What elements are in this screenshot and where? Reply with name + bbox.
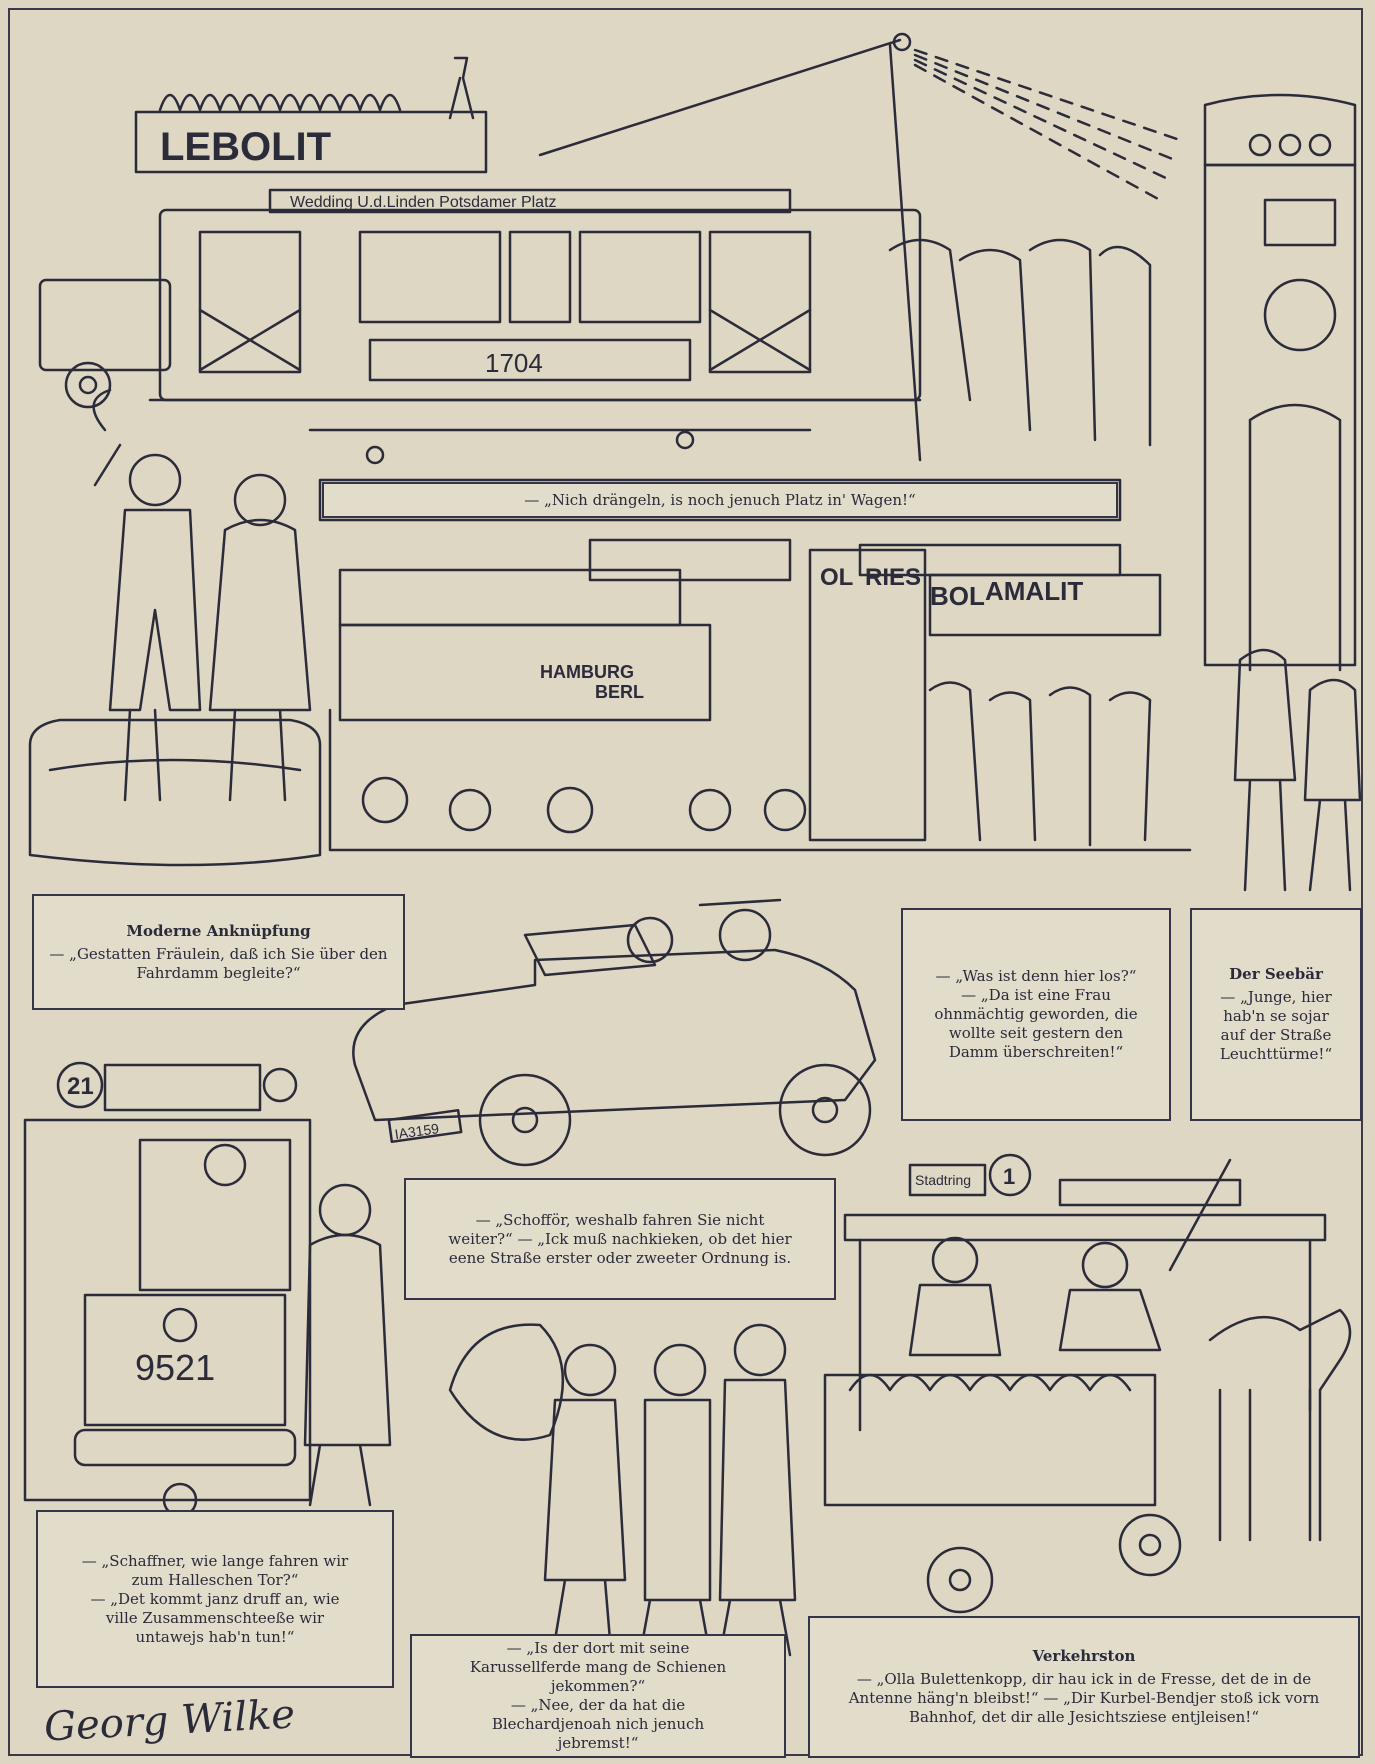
caption-moderne: Moderne Anknüpfung — „Gestatten Fräulein… xyxy=(32,894,405,1010)
sign-berl: BERL xyxy=(595,682,644,702)
caption-moderne-text: — „Gestatten Fräulein, daß ich Sie über … xyxy=(49,944,388,982)
sign-hamburg: HAMBURG xyxy=(540,662,634,682)
traffic-jam-scene: HAMBURG BERL AMALIT BOL RIES OL xyxy=(328,538,1192,852)
sign-bol: BOL xyxy=(930,581,985,611)
car-license-plate: IA3159 xyxy=(394,1120,440,1142)
tram-roof-sign: LEBOLIT xyxy=(160,125,331,169)
caption-verkehrston-text: — „Olla Bulettenkopp, dir hau ick in de … xyxy=(848,1670,1320,1726)
caption-schaffner-line1: — „Schaffner, wie lange fahren wir zum H… xyxy=(81,1551,349,1589)
sign-ries: RIES xyxy=(865,564,921,591)
caption-verkehrston: Verkehrston — „Olla Bulettenkopp, dir ha… xyxy=(808,1616,1360,1758)
caption-karussell-line2: — „Nee, der da hat die Blechardjenoah ni… xyxy=(491,1696,705,1752)
caption-karussell-line1: — „Is der dort mit seine Karussellferde … xyxy=(469,1639,727,1695)
caption-schoffoer-text: — „Schofför, weshalb fahren Sie nicht we… xyxy=(448,1210,792,1267)
sign-ol: OL xyxy=(820,564,853,591)
caption-seebaer-title: Der Seebär xyxy=(1229,965,1323,983)
tram-route-board: Wedding U.d.Linden Potsdamer Platz xyxy=(290,194,557,211)
caption-seebaer: Der Seebär — „Junge, hier hab'n se sojar… xyxy=(1190,908,1362,1121)
cartoon-page: LEBOLIT Wedding U.d.Linden Potsdamer Pla… xyxy=(8,8,1363,1758)
sign-amalit: AMALIT xyxy=(985,576,1083,606)
caption-verkehrston-title: Verkehrston xyxy=(1032,1647,1136,1665)
caption-schoffoer: — „Schofför, weshalb fahren Sie nicht we… xyxy=(404,1178,836,1300)
horse-tram-route-number: 1 xyxy=(1003,1164,1015,1189)
small-tram-route-number: 21 xyxy=(67,1073,94,1100)
small-tram-number: 9521 xyxy=(135,1347,215,1388)
caption-ohnmacht: — „Was ist denn hier los?“ — „Da ist ein… xyxy=(901,908,1171,1121)
three-men-scene xyxy=(448,1323,797,1657)
caption-schaffner: — „Schaffner, wie lange fahren wir zum H… xyxy=(36,1510,394,1688)
tram-scene: LEBOLIT Wedding U.d.Linden Potsdamer Pla… xyxy=(38,32,1182,465)
tram-caption: — „Nich drängeln, is noch jenuch Platz i… xyxy=(322,482,1118,518)
car-scene: IA3159 xyxy=(352,898,877,1167)
caption-ohnmacht-text: — „Was ist denn hier los?“ — „Da ist ein… xyxy=(934,967,1138,1061)
horse-tram-board: Stadtring xyxy=(915,1172,971,1188)
lighthouse-pillar xyxy=(1203,93,1362,892)
tram-caption-frame xyxy=(318,478,1122,522)
caption-moderne-title: Moderne Anknüpfung xyxy=(126,921,311,940)
caption-seebaer-text: — „Junge, hier hab'n se sojar auf der St… xyxy=(1219,988,1333,1063)
couple-scene xyxy=(28,388,322,867)
small-tram-scene: 21 9521 xyxy=(23,1061,392,1518)
tram-number: 1704 xyxy=(485,348,543,378)
caption-schaffner-line2: — „Det kommt janz druff an, wie ville Zu… xyxy=(90,1589,340,1646)
cartoon-illustration: LEBOLIT Wedding U.d.Linden Potsdamer Pla… xyxy=(23,32,1362,1657)
caption-karussell: — „Is der dort mit seine Karussellferde … xyxy=(410,1634,786,1758)
horse-tram-scene: Stadtring 1 xyxy=(823,1153,1352,1614)
tram-caption-text: — „Nich drängeln, is noch jenuch Platz i… xyxy=(524,490,916,509)
